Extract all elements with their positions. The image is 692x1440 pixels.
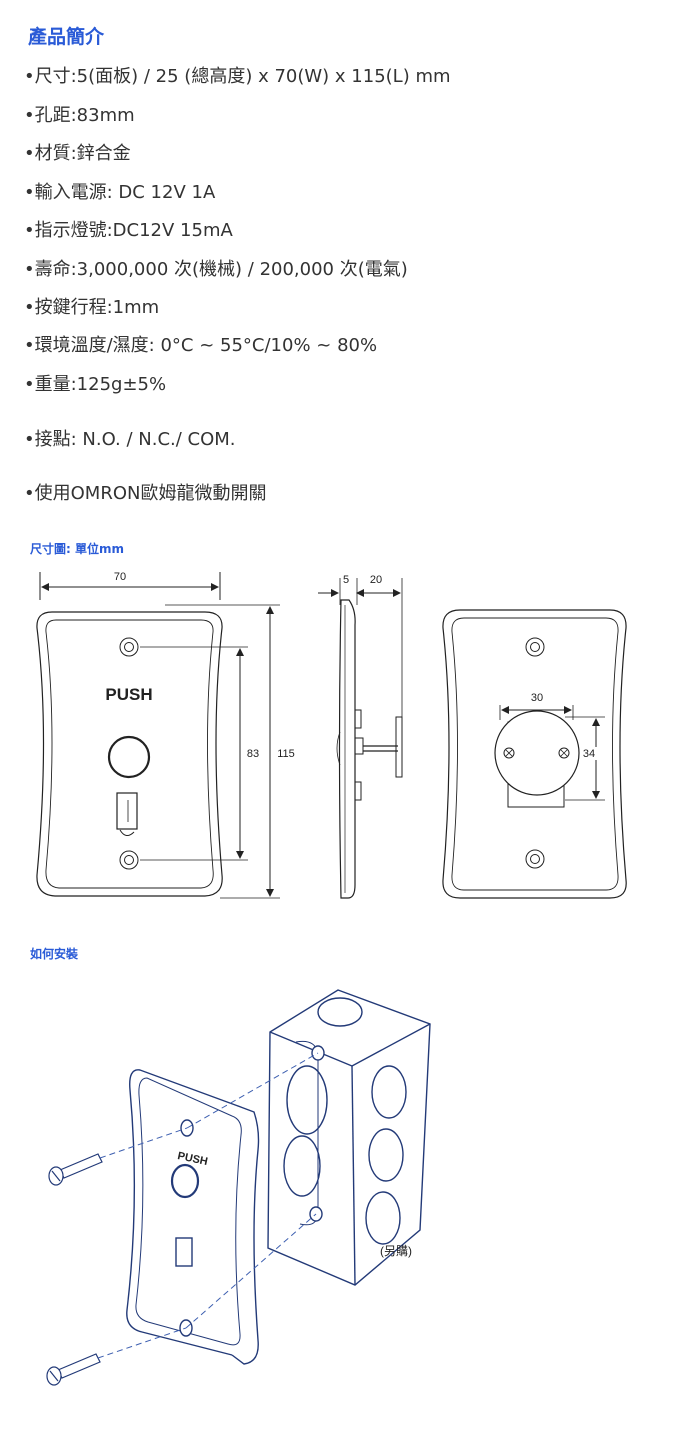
- depth-label: 20: [370, 574, 382, 586]
- push-button-icon: [107, 735, 151, 779]
- top-screw-icon: [48, 1153, 103, 1186]
- top-screw-hole-icon: [119, 637, 139, 657]
- width-label: 70: [114, 571, 126, 583]
- wall-plate: [126, 1069, 260, 1365]
- spec-contacts: •接點: N.O. / N.C./ COM.: [24, 429, 236, 450]
- spec-key-travel: •按鍵行程:1mm: [24, 297, 160, 318]
- switch-body-icon: [494, 710, 580, 796]
- height-label: 115: [277, 748, 295, 760]
- spec-material: •材質:鋅合金: [24, 143, 131, 164]
- box-width-label: 30: [531, 692, 543, 704]
- hole-distance-dimension: 83: [140, 646, 262, 861]
- spec-size: •尺寸:5(面板) / 25 (總高度) x 70(W) x 115(L) mm: [24, 66, 451, 87]
- spec-weight: •重量:125g±5%: [24, 374, 167, 395]
- back-view: 30 34: [442, 609, 627, 899]
- width-dimension: 70: [39, 571, 221, 600]
- box-height-label: 34: [583, 748, 595, 760]
- dimension-drawing-label: 尺寸圖: 單位mm: [30, 542, 124, 556]
- dimension-drawing: 70 PUSH 83 115 5 20: [36, 571, 627, 899]
- height-dimension: 115: [165, 604, 295, 899]
- junction-box: [267, 989, 431, 1286]
- installation-drawing: PUSH (另購): [46, 989, 431, 1386]
- spec-indicator: •指示燈號:DC12V 15mA: [24, 220, 233, 241]
- side-view: 5 20: [318, 574, 403, 899]
- spec-environment: •環境溫度/濕度: 0°C ~ 55°C/10% ~ 80%: [24, 335, 378, 356]
- push-text: PUSH: [105, 685, 152, 704]
- bottom-screw-icon: [46, 1353, 101, 1386]
- purchase-separately-note: (另購): [380, 1244, 412, 1258]
- panel-thickness-label: 5: [343, 574, 349, 586]
- spec-lifetime: •壽命:3,000,000 次(機械) / 200,000 次(電氣): [24, 259, 408, 280]
- front-view-plate: PUSH: [36, 611, 223, 897]
- spec-hole-distance: •孔距:83mm: [24, 105, 135, 126]
- spec-switch: •使用OMRON歐姆龍微動開關: [24, 483, 267, 504]
- product-intro-title: 產品簡介: [28, 26, 105, 48]
- installation-label: 如何安裝: [30, 947, 79, 961]
- bottom-screw-hole-icon: [119, 850, 139, 870]
- alignment-lines: [97, 1052, 319, 1359]
- hole-distance-label: 83: [247, 748, 259, 760]
- key-slot-icon: [116, 792, 138, 830]
- spec-power: •輸入電源: DC 12V 1A: [24, 182, 216, 203]
